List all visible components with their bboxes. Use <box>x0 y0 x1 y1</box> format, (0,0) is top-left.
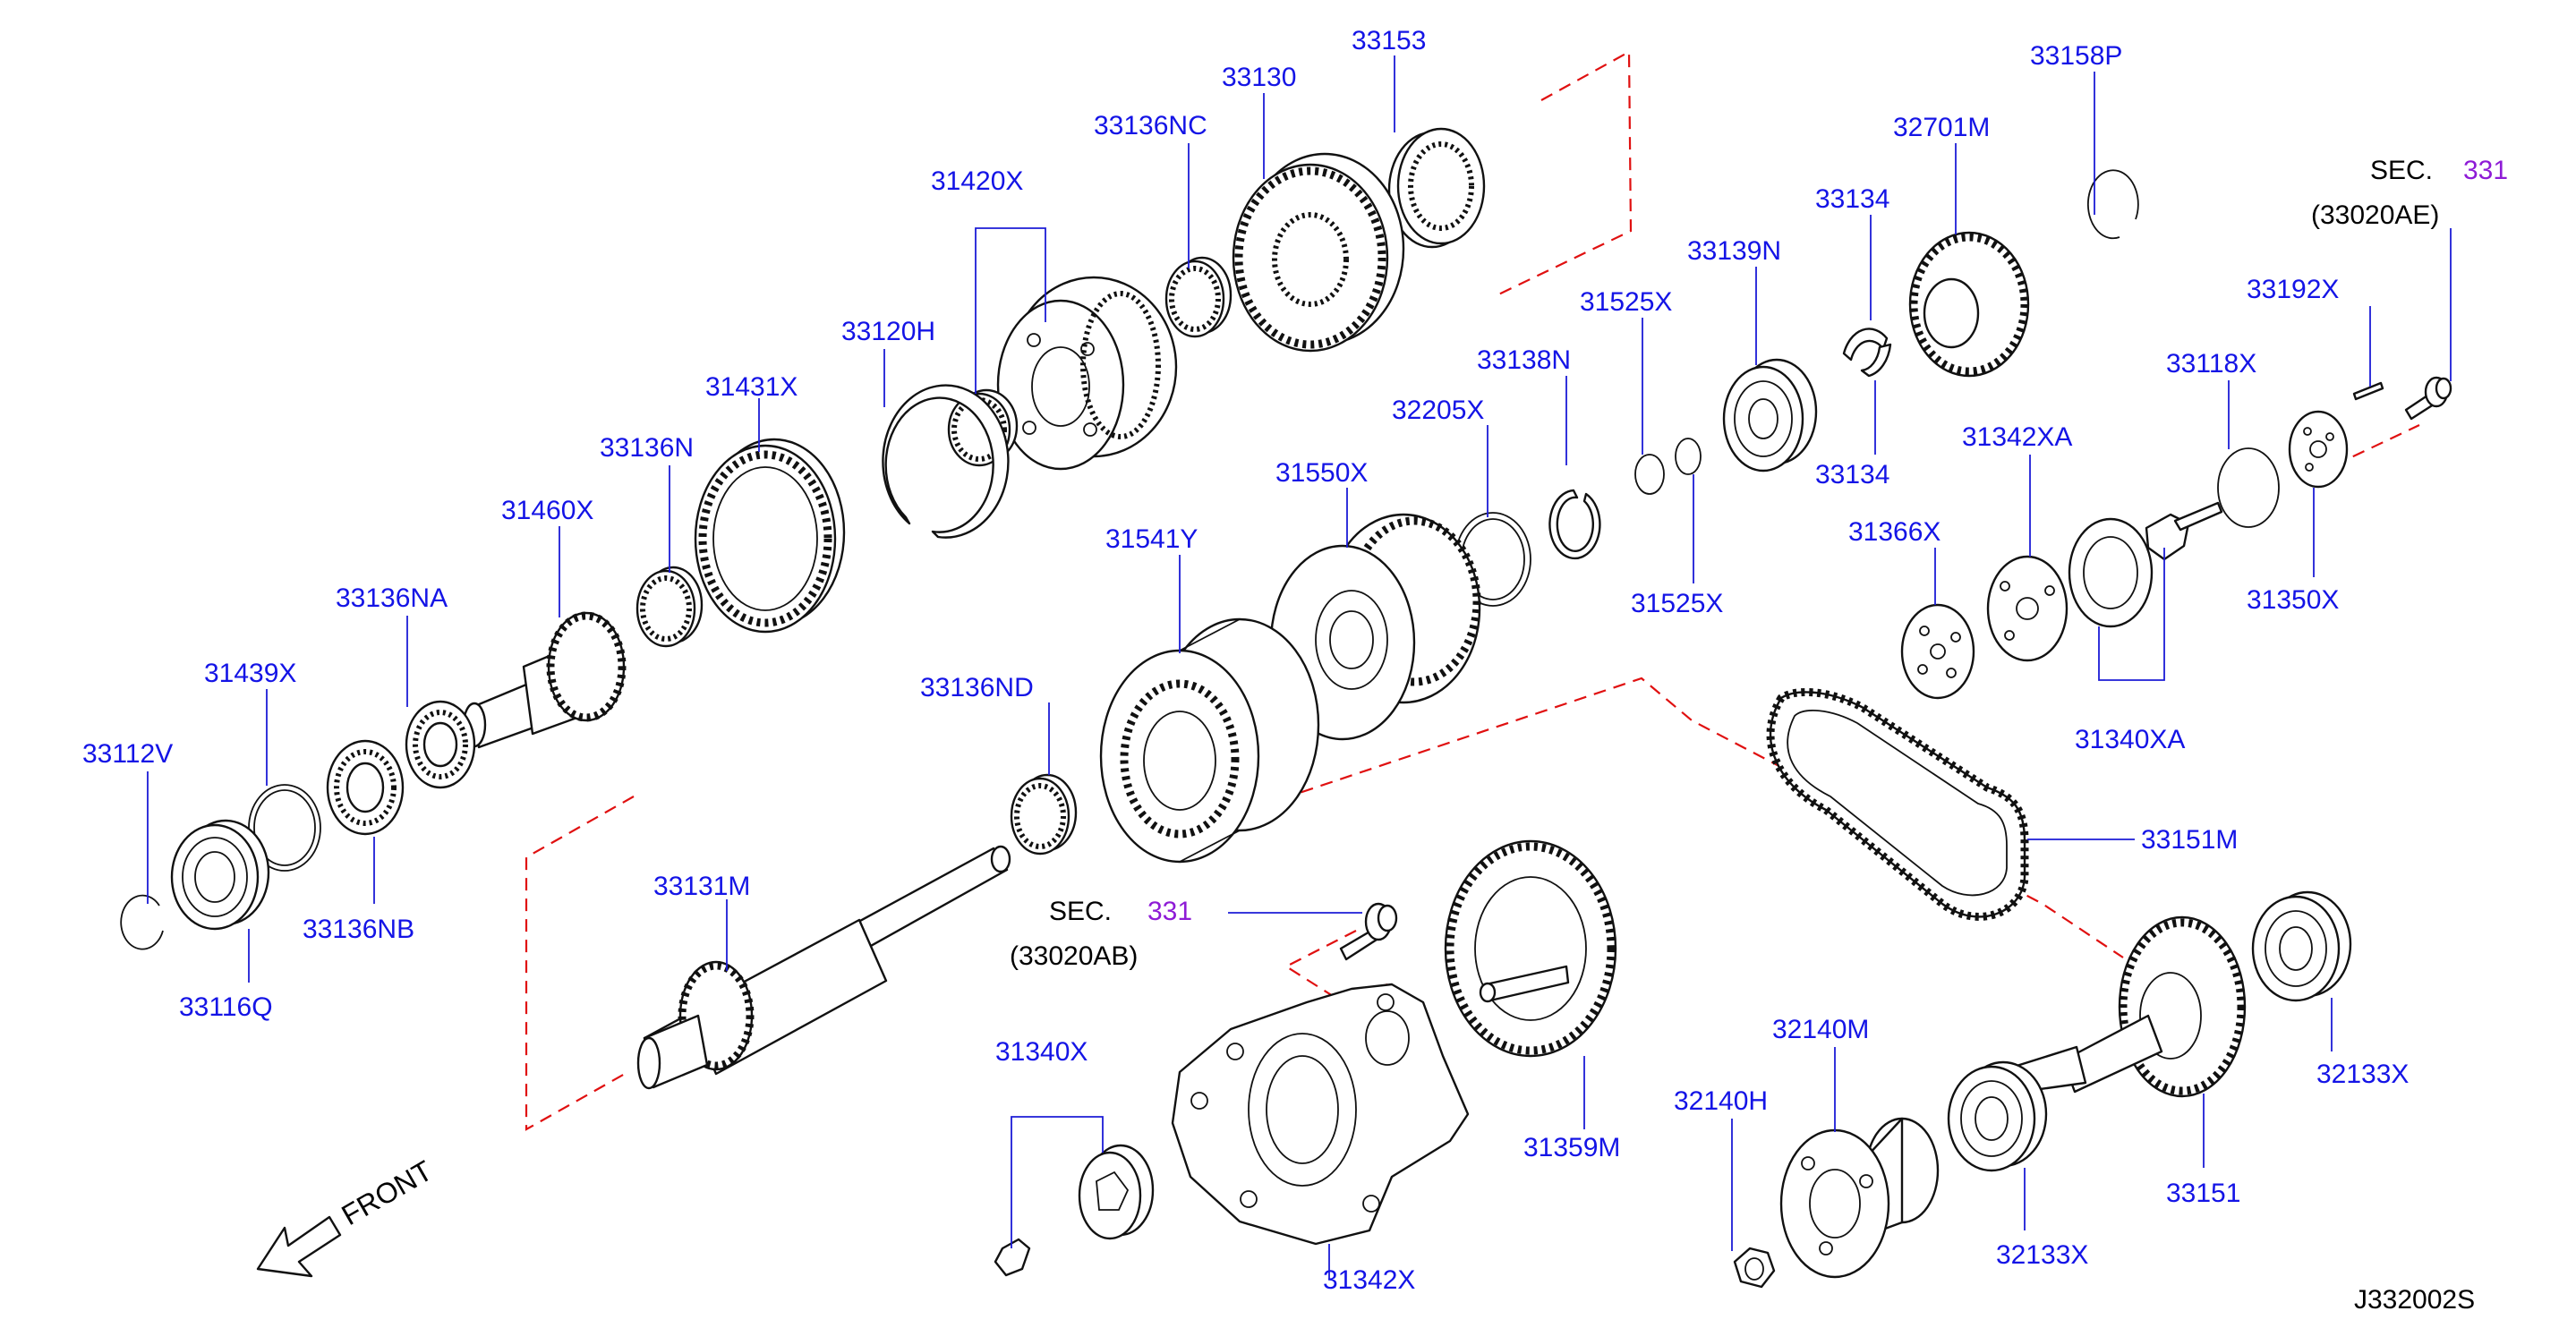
part-31342X-case <box>1171 983 1470 1246</box>
part-33134-split-ring <box>1842 328 1892 378</box>
part-33151-output-shaft <box>2007 915 2247 1098</box>
part-31420X-carrier <box>996 276 1178 471</box>
sec-word: SEC. <box>1049 897 1112 926</box>
label-31431X: 31431X <box>705 372 798 402</box>
label-33120H: 33120H <box>841 317 935 346</box>
label-33134-bottom: 33134 <box>1815 460 1889 489</box>
label-33116Q: 33116Q <box>179 992 273 1022</box>
part-32140M-flange <box>1779 1117 1940 1279</box>
part-33136NB-thrust-bearing <box>326 739 405 836</box>
part-33112V-snap-ring <box>120 894 164 950</box>
label-32133X-upper: 32133X <box>2316 1060 2409 1089</box>
part-33116Q-bearing <box>170 819 270 931</box>
part-33151M-chain <box>1766 687 2029 921</box>
label-33136NA: 33136NA <box>336 583 448 613</box>
label-33151: 33151 <box>2166 1179 2240 1208</box>
part-labels: 33153 33130 33136NC 31420X 33120H 31431X… <box>82 26 2409 1295</box>
label-31340X: 31340X <box>995 1037 1088 1067</box>
label-31342XA: 31342XA <box>1962 422 2072 452</box>
part-31342XA-pump-housing <box>1986 555 2068 662</box>
sec-reference-33020AB: SEC. 331 (33020AB) <box>1010 897 1192 971</box>
label-31460X: 31460X <box>501 496 593 525</box>
label-33153: 33153 <box>1352 26 1426 55</box>
part-33118X-ring <box>2217 447 2280 528</box>
label-33139N: 33139N <box>1687 236 1781 266</box>
label-33136NB: 33136NB <box>303 915 414 944</box>
label-31439X: 31439X <box>204 659 296 688</box>
sec-subref: (33020AB) <box>1010 941 1138 971</box>
front-arrow-icon <box>256 1215 342 1278</box>
label-32205X: 32205X <box>1392 396 1484 425</box>
sec-number: 331 <box>1147 897 1192 926</box>
label-33138N: 33138N <box>1477 345 1571 375</box>
leader-lines <box>147 55 2452 1280</box>
sec-word: SEC. <box>2370 156 2433 185</box>
label-31359M: 31359M <box>1523 1133 1620 1162</box>
part-33139N-bearing <box>1722 358 1818 472</box>
part-31350X-cover <box>2288 410 2349 489</box>
label-31550X: 31550X <box>1275 458 1368 488</box>
part-31366X-plate <box>1900 603 1975 700</box>
label-33130: 33130 <box>1222 63 1296 92</box>
part-32133X-bearing-lower <box>1947 1060 2048 1172</box>
label-31541Y: 31541Y <box>1105 524 1198 554</box>
part-33138N-ring <box>1548 489 1601 560</box>
part-31460X-sun-gear <box>462 611 627 749</box>
label-33134-top: 33134 <box>1815 184 1889 214</box>
part-31431X-internal-gear <box>694 438 846 634</box>
label-33112V: 33112V <box>82 739 173 769</box>
label-31525X-top: 31525X <box>1580 287 1672 317</box>
label-33136N: 33136N <box>600 433 694 463</box>
label-32140M: 32140M <box>1772 1015 1869 1044</box>
label-31350X: 31350X <box>2247 585 2339 615</box>
part-33136NA-thrust-bearing <box>405 700 476 789</box>
part-31359M-gear <box>1444 839 1617 1058</box>
part-33136N-bearing <box>635 566 704 648</box>
part-33120H-snap-ring <box>882 384 1010 539</box>
label-32140H: 32140H <box>1674 1086 1768 1116</box>
label-33136NC: 33136NC <box>1094 111 1207 140</box>
part-31340X-pump-rotor <box>994 1144 1155 1277</box>
part-32133X-bearing-upper <box>2251 890 2352 1002</box>
label-31420X: 31420X <box>931 166 1023 196</box>
part-31340XA-pump-rotor <box>2068 501 2223 628</box>
part-31541Y-clutch-drum <box>1099 617 1320 864</box>
label-32133X-lower: 32133X <box>1996 1240 2088 1270</box>
part-33131M-mainshaft <box>636 845 1011 1090</box>
sec-number: 331 <box>2463 156 2508 185</box>
part-bolt-33020AB <box>1339 902 1398 961</box>
part-33192X-pin <box>2352 381 2384 401</box>
label-33151M: 33151M <box>2141 825 2238 855</box>
label-31525X-bottom: 31525X <box>1631 589 1723 618</box>
sec-reference-33020AE: SEC. 331 (33020AE) <box>2311 156 2508 230</box>
diagram-code: J332002S <box>2354 1285 2475 1315</box>
label-33131M: 33131M <box>653 872 750 901</box>
part-32140H-nut <box>1733 1247 1776 1289</box>
label-31366X: 31366X <box>1848 517 1941 547</box>
part-33153-sleeve <box>1387 127 1486 249</box>
part-31525X-ring <box>1634 438 1702 495</box>
label-31342X: 31342X <box>1323 1265 1415 1295</box>
front-label: FRONT <box>337 1154 438 1231</box>
label-32701M: 32701M <box>1893 113 1990 142</box>
label-33158P: 33158P <box>2030 41 2122 71</box>
part-bolt-33020AE <box>2404 376 2452 421</box>
part-32701M-sprocket <box>1908 231 2030 378</box>
label-33136ND: 33136ND <box>920 673 1034 702</box>
part-33136NC-bearing <box>1164 256 1233 338</box>
part-33130-gear <box>1232 152 1405 353</box>
label-33192X: 33192X <box>2247 275 2339 304</box>
part-33136ND-bearing <box>1010 773 1078 856</box>
sec-subref: (33020AE) <box>2311 200 2439 230</box>
label-31340XA: 31340XA <box>2075 725 2185 754</box>
label-33118X: 33118X <box>2166 349 2256 379</box>
part-33158P-snap-ring <box>2086 169 2139 240</box>
